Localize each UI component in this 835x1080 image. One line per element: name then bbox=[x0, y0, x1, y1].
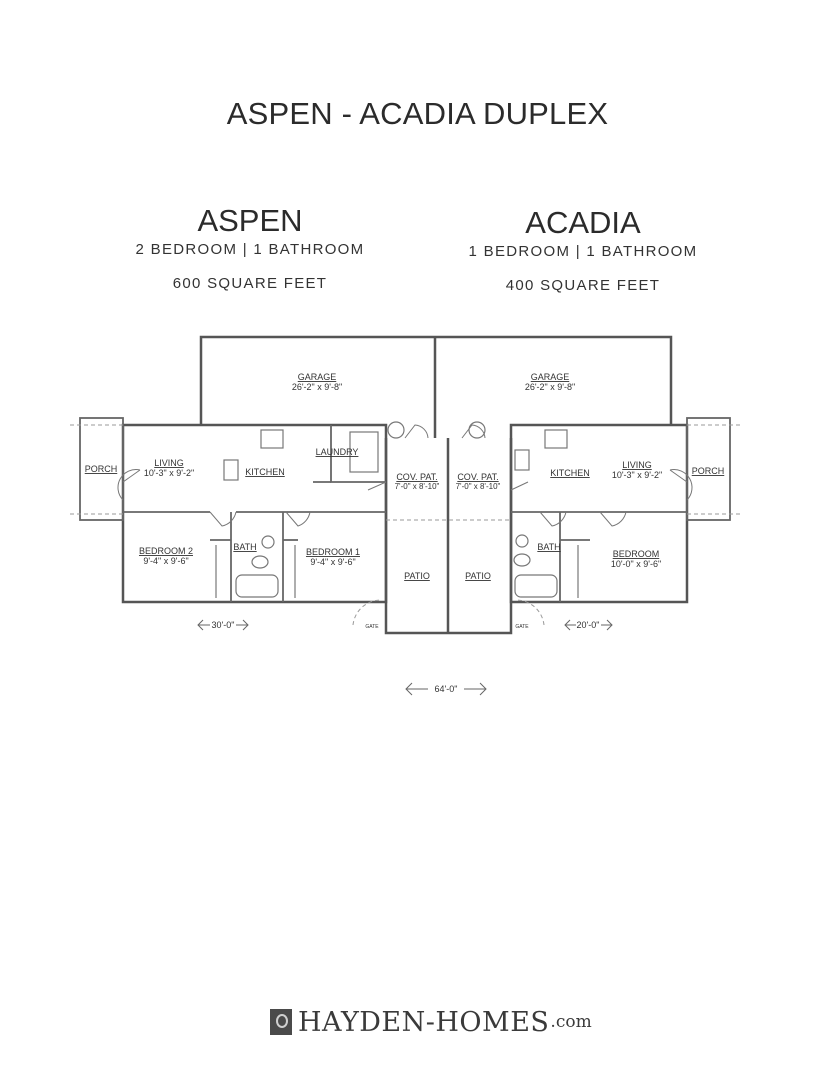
acadia-patio-label: PATIO bbox=[465, 571, 491, 581]
aspen-living-label: LIVING bbox=[154, 458, 184, 468]
aspen-gate-label: GATE bbox=[365, 624, 379, 630]
stove-icon bbox=[260, 429, 284, 449]
aspen-bedroom2-dims: 9'-4" x 9'-6" bbox=[143, 556, 188, 566]
unit-name: ACADIA bbox=[525, 205, 641, 240]
acadia-living-label: LIVING bbox=[622, 460, 652, 470]
acadia-kitchen-label: KITCHEN bbox=[550, 468, 590, 478]
sink-icon bbox=[223, 459, 239, 481]
acadia-cov-patio-label: COV. PAT. bbox=[457, 472, 498, 482]
page-title: ASPEN - ACADIA DUPLEX bbox=[226, 96, 609, 131]
brand-mark-icon bbox=[270, 1009, 292, 1035]
aspen-garage-dims: 26'-2" x 9'-8" bbox=[292, 382, 342, 392]
aspen-kitchen-label: KITCHEN bbox=[245, 467, 285, 477]
aspen-porch-label: PORCH bbox=[85, 464, 118, 474]
aspen-garage-label: GARAGE bbox=[298, 372, 337, 382]
dimension-arrow bbox=[197, 619, 249, 631]
acadia-gate-label: GATE bbox=[515, 624, 529, 630]
aspen-bedroom1-dims: 9'-4" x 9'-6" bbox=[310, 557, 355, 567]
dimension-arrow bbox=[564, 619, 613, 631]
aspen-bath-label: BATH bbox=[233, 542, 256, 552]
aspen-width-dim: 30'-0" bbox=[212, 620, 235, 630]
unit-area: 400 SQUARE FEET bbox=[505, 277, 661, 294]
acadia-garage-dims: 26'-2" x 9'-8" bbox=[525, 382, 575, 392]
washer-dryer-icon bbox=[349, 431, 379, 473]
bathtub-icon bbox=[235, 574, 279, 598]
aspen-cov-patio-dims: 7'-0" x 8'-10" bbox=[395, 482, 440, 491]
water-heater-icon bbox=[387, 421, 405, 439]
aspen-laundry-label: LAUNDRY bbox=[316, 447, 359, 457]
dimension-arrow bbox=[405, 682, 487, 696]
unit-rooms-summary: 2 BEDROOM | 1 BATHROOM bbox=[135, 241, 365, 258]
lavatory-icon bbox=[515, 534, 529, 548]
aspen-living-dims: 10'-3" x 9'-2" bbox=[144, 468, 194, 478]
acadia-living-dims: 10'-3" x 9'-2" bbox=[612, 470, 662, 480]
acadia-cov-patio-dims: 7'-0" x 8'-10" bbox=[456, 482, 501, 491]
floor-plan: GARAGE 26'-2" x 9'-8" PORCH LIVING 10'-3… bbox=[70, 335, 740, 696]
aspen-patio-label: PATIO bbox=[404, 571, 430, 581]
unit-name: ASPEN bbox=[197, 203, 303, 238]
acadia-porch-label: PORCH bbox=[692, 466, 725, 476]
hayden-homes-logo[interactable]: HAYDEN-HOMES .com bbox=[270, 1005, 592, 1039]
unit-acadia-header: ACADIA 1 BEDROOM | 1 BATHROOM 400 SQUARE… bbox=[428, 205, 738, 294]
overall-width-dim: 64'-0" bbox=[435, 684, 458, 694]
unit-aspen-header: ASPEN 2 BEDROOM | 1 BATHROOM 600 SQUARE … bbox=[95, 203, 405, 292]
water-heater-icon bbox=[468, 421, 486, 439]
toilet-icon bbox=[513, 553, 531, 567]
acadia-bedroom-dims: 10'-0" x 9'-6" bbox=[611, 559, 661, 569]
sink-icon bbox=[514, 449, 530, 471]
bathtub-icon bbox=[514, 574, 558, 598]
brand-name: HAYDEN-HOMES bbox=[298, 1006, 550, 1038]
acadia-bath-label: BATH bbox=[537, 542, 560, 552]
brand-tld: .com bbox=[550, 1012, 592, 1032]
aspen-bedroom2-label: BEDROOM 2 bbox=[139, 546, 193, 556]
acadia-garage-label: GARAGE bbox=[531, 372, 570, 382]
stove-icon bbox=[544, 429, 568, 449]
unit-rooms-summary: 1 BEDROOM | 1 BATHROOM bbox=[468, 243, 698, 260]
acadia-width-dim: 20'-0" bbox=[577, 620, 600, 630]
toilet-icon bbox=[251, 555, 269, 569]
aspen-cov-patio-label: COV. PAT. bbox=[396, 472, 437, 482]
acadia-bedroom-label: BEDROOM bbox=[613, 549, 660, 559]
aspen-bedroom1-label: BEDROOM 1 bbox=[306, 547, 360, 557]
lavatory-icon bbox=[261, 535, 275, 549]
unit-area: 600 SQUARE FEET bbox=[172, 275, 328, 292]
